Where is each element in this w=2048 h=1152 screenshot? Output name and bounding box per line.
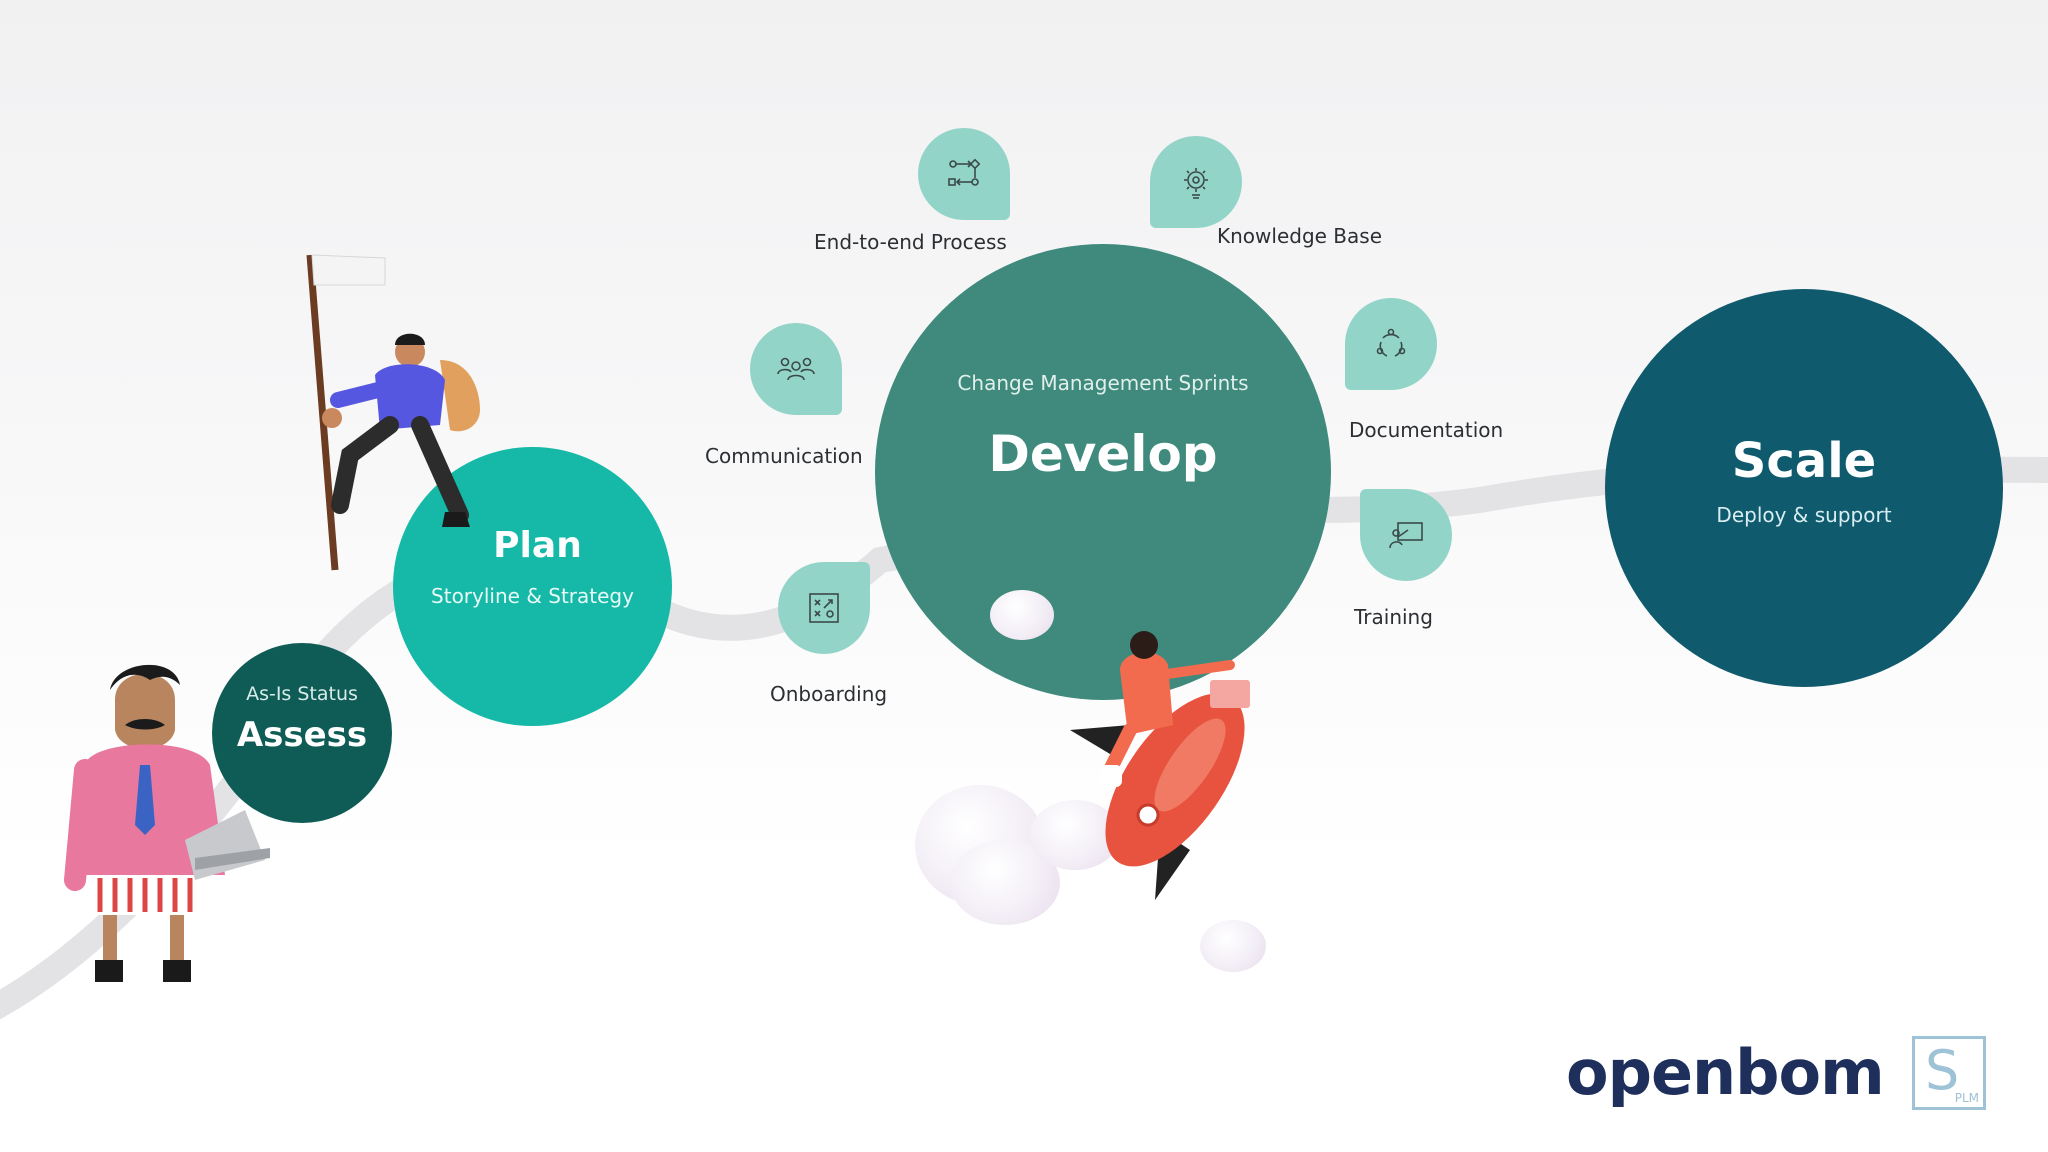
presentation-icon <box>1389 522 1423 549</box>
cloud-decoration <box>990 590 1054 640</box>
splm-badge-caption: PLM <box>1954 1091 1979 1105</box>
man-with-laptop-illustration <box>64 664 270 982</box>
lightbulb-gear-icon <box>1184 168 1208 199</box>
topic-bubble-communication <box>750 323 842 415</box>
plan-subtitle: Storyline & Strategy <box>431 584 634 608</box>
scale-subtitle: Deploy & support <box>1716 503 1892 527</box>
topic-bubble-documentation <box>1345 298 1437 390</box>
scale-title: Scale <box>1731 433 1877 489</box>
topic-bubble-onboarding <box>778 562 870 654</box>
topic-bubble-knowledge <box>1150 136 1242 228</box>
splm-badge-letter: S <box>1925 1039 1960 1102</box>
people-group-icon <box>777 357 815 381</box>
process-flow-icon <box>948 158 981 186</box>
splm-badge: S PLM <box>1912 1036 1986 1110</box>
rocket-smoke-cloud <box>1030 800 1120 870</box>
cloud-decoration <box>1200 920 1266 972</box>
cycle-icon <box>1376 328 1406 357</box>
assess-stage-circle: As-Is Status Assess <box>212 643 392 823</box>
topic-label-onboarding: Onboarding <box>770 682 888 706</box>
strategy-board-icon <box>809 593 839 623</box>
assess-subtitle: As-Is Status <box>246 683 358 705</box>
scale-stage-circle: Scale Deploy & support <box>1605 289 2003 687</box>
topic-label-knowledge: Knowledge Base <box>1217 224 1382 248</box>
topic-label-training: Training <box>1354 605 1433 629</box>
topic-label-documentation: Documentation <box>1349 418 1504 442</box>
plan-title: Plan <box>493 525 582 566</box>
plan-stage-circle: Plan Storyline & Strategy <box>393 447 672 726</box>
topic-label-process: End-to-end Process <box>814 230 1007 254</box>
rocket-rider-illustration <box>1070 631 1250 900</box>
hiker-with-flag-illustration <box>306 254 480 571</box>
openbom-logo: openbom <box>1566 1036 1885 1109</box>
topic-bubble-training <box>1360 489 1452 581</box>
develop-title: Develop <box>988 425 1218 483</box>
assess-title: Assess <box>236 715 368 755</box>
topic-label-communication: Communication <box>705 444 863 468</box>
topic-bubble-process <box>918 128 1010 220</box>
develop-subtitle: Change Management Sprints <box>957 371 1249 395</box>
develop-stage-circle: Change Management Sprints Develop <box>875 244 1331 700</box>
